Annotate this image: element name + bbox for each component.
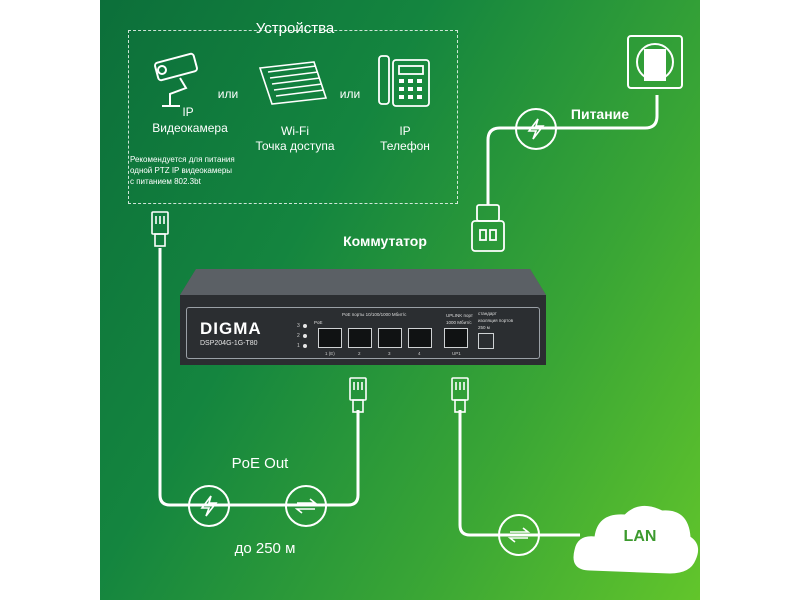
port-number: 2 xyxy=(358,351,361,356)
mode-caption-2: изоляция портов xyxy=(478,318,514,323)
uplink-caption-1: UPLINK порт xyxy=(446,313,473,318)
led-label-2: 2 xyxy=(297,333,300,339)
data-transfer-icon xyxy=(285,485,327,527)
led-label-1: 1 xyxy=(297,343,300,349)
poe-port-1[interactable] xyxy=(318,328,342,348)
ip-camera-label-1: IP xyxy=(182,105,194,119)
ip-phone-icon xyxy=(378,55,430,107)
power-bolt-icon xyxy=(515,108,557,150)
mode-caption-1: стандарт xyxy=(478,311,497,316)
camera-note-1: Рекомендуется для питания xyxy=(130,155,235,164)
uplink-caption-2: 1000 Мбит/с xyxy=(446,320,472,325)
port-number: 1 (E) xyxy=(325,351,335,356)
phone-label-2: Телефон xyxy=(380,139,430,153)
rj45-connector-uplink-icon xyxy=(451,377,469,413)
devices-title: Устройства xyxy=(255,20,335,37)
phone-label-1: IP xyxy=(399,124,411,138)
lan-cloud-icon xyxy=(573,505,699,574)
poe-port-2[interactable] xyxy=(348,328,372,348)
or-label-2: или xyxy=(339,87,361,101)
or-label-1: или xyxy=(217,87,239,101)
power-plug-icon xyxy=(471,204,505,252)
ip-camera-icon xyxy=(154,52,198,107)
poe-distance-label: до 250 м xyxy=(234,540,296,557)
led-indicator xyxy=(303,324,307,328)
camera-note-2: одной PTZ IP видеокамеры xyxy=(130,166,233,175)
power-label: Питание xyxy=(570,106,630,122)
ap-label-1: Wi-Fi xyxy=(281,124,309,138)
lan-label: LAN xyxy=(623,528,657,545)
port-number: 3 xyxy=(388,351,391,356)
camera-note-3: с питанием 802.3bt xyxy=(130,177,201,186)
poe-out-label: PoE Out xyxy=(231,455,289,472)
rj45-connector-poe-icon xyxy=(349,377,367,413)
connection-lines xyxy=(151,35,683,537)
switch-brand: DIGMA xyxy=(200,319,262,338)
wall-socket-icon xyxy=(627,35,683,89)
switch-title: Коммутатор xyxy=(343,233,427,249)
wifi-access-point-icon xyxy=(258,61,328,105)
mode-caption-3: 250 м xyxy=(478,325,490,330)
uplink-port[interactable] xyxy=(444,328,468,348)
poe-port-4[interactable] xyxy=(408,328,432,348)
network-switch: DIGMA DSP204G-1G-T80 3 2 1 PoE порты 10/… xyxy=(178,267,548,369)
ip-camera-label-2: Видеокамера xyxy=(152,121,228,135)
led-indicator xyxy=(303,334,307,338)
devices-panel xyxy=(128,30,458,204)
port-number: UP1 xyxy=(452,351,461,356)
led-label-3: 3 xyxy=(297,323,300,329)
network-diagram: Устройства IP Видеокамера Рекомендуется … xyxy=(100,0,700,600)
lan-cable xyxy=(458,410,580,537)
rj45-connector-device-icon xyxy=(151,211,169,247)
lan-transfer-icon xyxy=(498,514,540,556)
port-number: 4 xyxy=(418,351,421,356)
switch-model: DSP204G-1G-T80 xyxy=(200,340,258,347)
mode-switch[interactable] xyxy=(478,333,494,349)
poe-bolt-icon xyxy=(188,485,230,527)
poe-port-3[interactable] xyxy=(378,328,402,348)
power-cable xyxy=(486,95,659,205)
ap-label-2: Точка доступа xyxy=(255,139,335,153)
poe-out-cable xyxy=(158,248,360,507)
poe-ports-caption: PoE порты 10/100/1000 Мбит/с xyxy=(342,312,407,317)
led-indicator xyxy=(303,344,307,348)
poe-tag: PoE xyxy=(314,320,323,325)
